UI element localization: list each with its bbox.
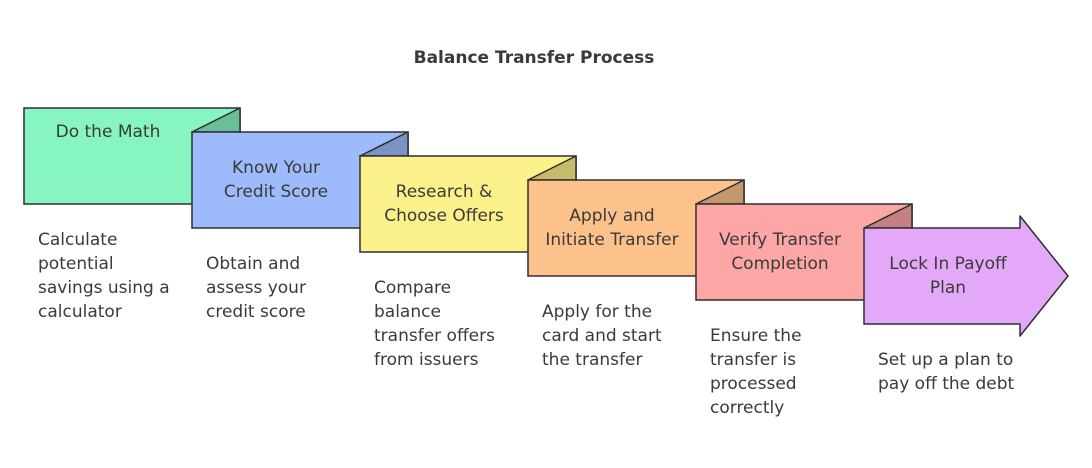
- step-description-line: transfer offers: [374, 326, 495, 346]
- step-description-line: assess your: [206, 278, 306, 298]
- step-label-line: Know Your: [232, 158, 320, 178]
- step-description-5: Ensure the transfer is processed correctly: [710, 324, 860, 420]
- step-description-line: Compare: [374, 278, 452, 298]
- diagram-title: Balance Transfer Process: [413, 48, 655, 68]
- step-description-line: Ensure the: [710, 326, 802, 346]
- step-label-line: Credit Score: [223, 182, 329, 202]
- step-description-line: card and start: [542, 326, 662, 346]
- step-label-line: Plan: [929, 278, 967, 298]
- step-label-line: Lock In Payoff: [889, 254, 1007, 274]
- step-6: [863, 215, 1069, 337]
- step-description-line: calculator: [38, 302, 122, 322]
- step-description-line: Calculate: [38, 230, 118, 250]
- step-label-line: Do the Math: [55, 122, 161, 142]
- step-label-line: Research &: [395, 182, 493, 202]
- step-label-line: Apply and: [569, 206, 655, 226]
- step-description-line: transfer is: [710, 350, 797, 370]
- step-description-1: Calculate potential savings using a calcula…: [38, 228, 188, 324]
- step-description-line: pay off the debt: [878, 374, 1015, 394]
- step-label-line: Initiate Transfer: [545, 230, 679, 250]
- step-label-line: Completion: [731, 254, 829, 274]
- step-description-4: Apply for the card and start the transfer: [542, 300, 692, 372]
- step-description-line: savings using a: [38, 278, 170, 298]
- step-label-line: Verify Transfer: [719, 230, 841, 250]
- step-label-line: Choose Offers: [384, 206, 504, 226]
- step-description-line: Apply for the: [542, 302, 653, 322]
- step-description-line: Obtain and: [206, 254, 301, 274]
- step-description-6: Set up a plan to pay off the debt: [878, 348, 1028, 396]
- step-description-line: correctly: [710, 398, 785, 418]
- step-label-3: Research & Choose Offers: [360, 180, 528, 228]
- step-label-1: Do the Math: [24, 120, 192, 144]
- step-description-2: Obtain and assess your credit score: [206, 252, 356, 324]
- final-step-arrow: [863, 215, 1069, 337]
- step-description-line: from issuers: [374, 350, 479, 370]
- step-description-line: balance: [374, 302, 441, 322]
- step-description-line: credit score: [206, 302, 306, 322]
- step-description-line: potential: [38, 254, 114, 274]
- step-description-line: the transfer: [542, 350, 643, 370]
- step-description-line: Set up a plan to: [878, 350, 1014, 370]
- step-description-line: processed: [710, 374, 797, 394]
- step-description-3: Compare balance transfer offers from issuer…: [374, 276, 524, 372]
